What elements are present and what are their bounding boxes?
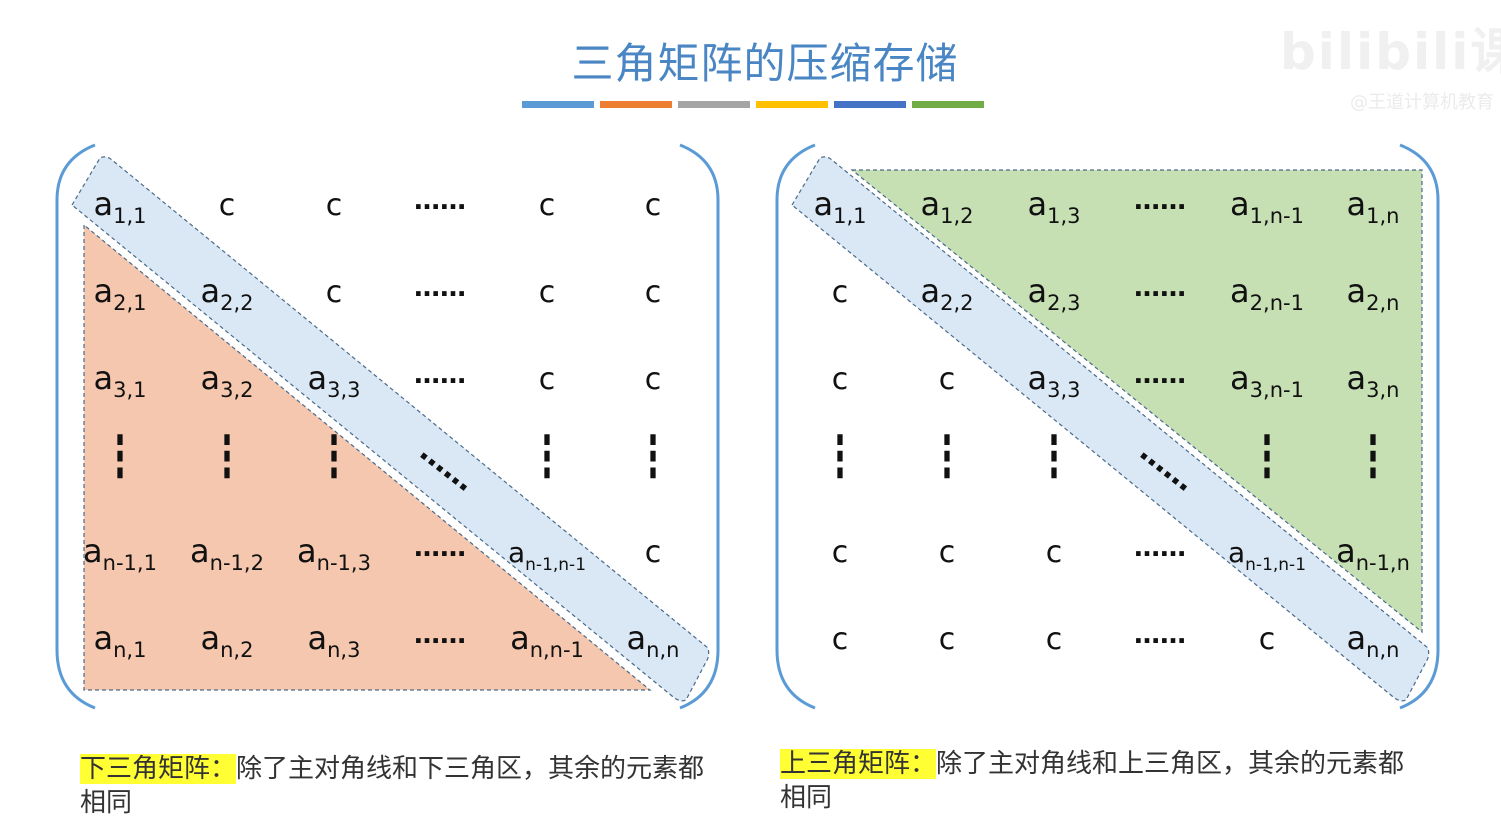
matrix-element: an,3 (308, 619, 361, 662)
vertical-ellipsis: ⋮ (1358, 423, 1388, 489)
matrix-element: a2,n-1 (1230, 272, 1304, 315)
watermark-logo: bilibili课堂 (1280, 23, 1501, 81)
constant-c: c (645, 188, 662, 223)
constant-c: c (832, 535, 849, 570)
constant-c: c (539, 275, 556, 310)
vertical-ellipsis: ⋮ (532, 423, 562, 489)
main-diagonal-band (71, 156, 710, 702)
horizontal-ellipsis: …… (1134, 273, 1186, 303)
constant-c: c (939, 362, 956, 397)
horizontal-ellipsis: …… (414, 273, 466, 303)
matrix-element: a3,1 (93, 359, 146, 402)
bracket-left (55, 143, 96, 710)
matrix-element: a2,2 (200, 272, 253, 315)
constant-c: c (645, 362, 662, 397)
matrix-element: a2,1 (93, 272, 146, 315)
matrix-element: a1,1 (813, 185, 866, 228)
horizontal-ellipsis: …… (414, 360, 466, 390)
horizontal-ellipsis: …… (414, 620, 466, 650)
constant-c: c (832, 622, 849, 657)
horizontal-ellipsis: …… (1134, 360, 1186, 390)
vertical-ellipsis: ⋮ (212, 423, 242, 489)
matrix-element: an,n-1 (510, 619, 584, 662)
title-bar-segment (678, 101, 750, 108)
lower-triangular-matrix: a1,1 c c …… c c a2,1 a2,2 c …… c c a3,1 a3,2 a3,3 …… c c ⋮… (55, 143, 720, 710)
constant-c: c (1259, 622, 1276, 657)
matrix-element: an-1,2 (190, 532, 264, 575)
title-bar-segment (834, 101, 906, 108)
matrix-element: an-1,n (1336, 532, 1410, 575)
horizontal-ellipsis: …… (414, 533, 466, 563)
matrix-element: a1,1 (93, 185, 146, 228)
upper-caption: 上三角矩阵：除了主对角线和上三角区，其余的元素都相同 (780, 747, 1420, 815)
constant-c: c (326, 188, 343, 223)
bracket-right (679, 143, 720, 710)
matrix-element: an,n (1347, 619, 1400, 662)
matrix-element: a2,2 (920, 272, 973, 315)
upper-caption-text: 除了主对角线和上三角区，其余的元素都相同 (780, 749, 1405, 813)
matrix-element: an-1,n-1 (508, 536, 586, 575)
title-bar-segment (600, 101, 672, 108)
matrix-element: a3,2 (200, 359, 253, 402)
vertical-ellipsis: ⋮ (825, 423, 855, 489)
constant-c: c (219, 188, 236, 223)
matrix-element: a3,3 (1027, 359, 1080, 402)
matrix-element: a2,3 (1027, 272, 1080, 315)
watermark: bilibili课堂 @王道计算机教育 (1270, 8, 1501, 113)
upper-caption-label: 上三角矩阵： (780, 749, 937, 779)
constant-c: c (939, 535, 956, 570)
matrix-element: a3,3 (307, 359, 360, 402)
bracket-right (1399, 143, 1440, 710)
matrix-element: a2,n (1347, 272, 1400, 315)
title-bar-segment (522, 101, 594, 108)
horizontal-ellipsis: …… (1134, 620, 1186, 650)
matrix-element: an-1,n-1 (1228, 536, 1306, 575)
vertical-ellipsis: ⋮ (319, 423, 349, 489)
lower-triangle-region (83, 223, 652, 691)
matrix-element: a3,n (1347, 359, 1400, 402)
matrix-element: a1,3 (1027, 185, 1080, 228)
constant-c: c (832, 362, 849, 397)
matrix-element: a3,n-1 (1230, 359, 1304, 402)
lower-caption-text: 除了主对角线和下三角区，其余的元素都相同 (80, 754, 705, 818)
title-bar-segment (912, 101, 984, 108)
horizontal-ellipsis: …… (1134, 186, 1186, 216)
matrix-element: an-1,3 (297, 532, 371, 575)
constant-c: c (645, 535, 662, 570)
vertical-ellipsis: ⋮ (638, 423, 668, 489)
vertical-ellipsis: ⋮ (932, 423, 962, 489)
page-title: 三角矩阵的压缩存储 (571, 39, 959, 88)
lower-caption-label: 下三角矩阵： (80, 754, 237, 784)
constant-c: c (939, 622, 956, 657)
constant-c: c (1046, 535, 1063, 570)
constant-c: c (539, 362, 556, 397)
main-diagonal-band (791, 156, 1430, 702)
matrix-element: an,1 (94, 619, 147, 662)
upper-triangular-matrix: a1,1 a1,2 a1,3 …… a1,n-1 a1,n c a2,2 a2,3 …… a2,n-… (775, 143, 1440, 710)
constant-c: c (832, 275, 849, 310)
title-color-bar (522, 101, 990, 109)
bracket-left (775, 143, 816, 710)
matrix-element: a1,n (1347, 185, 1400, 228)
matrix-element: an,2 (201, 619, 254, 662)
upper-triangle-region (850, 169, 1423, 634)
constant-c: c (1046, 622, 1063, 657)
matrix-element: an-1,1 (83, 532, 157, 575)
vertical-ellipsis: ⋮ (1039, 423, 1069, 489)
vertical-ellipsis: ⋮ (105, 423, 135, 489)
matrix-element: a1,2 (920, 185, 973, 228)
lower-caption: 下三角矩阵：除了主对角线和下三角区，其余的元素都相同 (80, 752, 720, 820)
constant-c: c (645, 275, 662, 310)
watermark-sub: @王道计算机教育 (1350, 92, 1494, 113)
horizontal-ellipsis: …… (1134, 533, 1186, 563)
matrix-element: a1,n-1 (1230, 185, 1304, 228)
vertical-ellipsis: ⋮ (1252, 423, 1282, 489)
title-bar-segment (756, 101, 828, 108)
constant-c: c (539, 188, 556, 223)
matrix-element: an,n (627, 619, 680, 662)
constant-c: c (326, 275, 343, 310)
horizontal-ellipsis: …… (414, 186, 466, 216)
